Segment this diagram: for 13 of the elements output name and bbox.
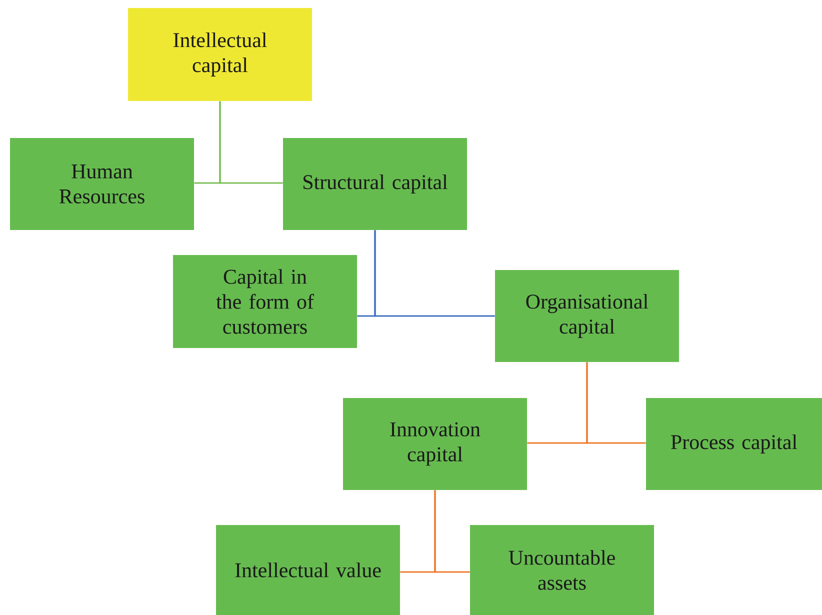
connector-line [219, 101, 283, 184]
concept-box: Human Resources [10, 138, 194, 230]
connector-line [586, 362, 646, 444]
concept-box: Organisational capital [495, 270, 679, 362]
concept-box: Uncountable assets [470, 525, 654, 615]
connector-line [374, 230, 495, 317]
concept-box: Intellectual capital [128, 8, 312, 101]
connector-line [434, 490, 470, 573]
concept-box: Capital in the form of customers [173, 255, 357, 348]
concept-box: Process capital [646, 398, 822, 490]
concept-box: Intellectual value [216, 525, 400, 615]
concept-box: Structural capital [283, 138, 467, 230]
concept-box: Innovation capital [343, 398, 527, 490]
